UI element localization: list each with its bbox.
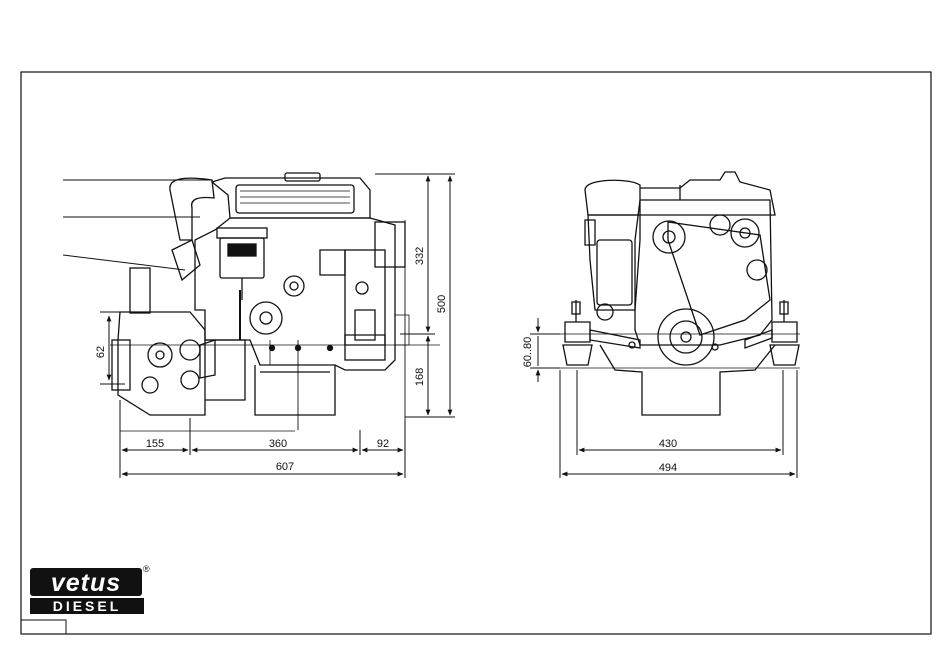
side-dimensions <box>100 174 455 478</box>
dim-label-60-80: 60..80 <box>522 337 534 368</box>
title-block-corner <box>21 620 66 634</box>
dim-label-607: 607 <box>276 461 294 473</box>
dim-label-62: 62 <box>95 346 107 358</box>
dim-label-332: 332 <box>414 247 426 265</box>
dim-label-430: 430 <box>659 438 677 450</box>
dim-label-92: 92 <box>377 438 389 450</box>
logo-sub: DIESEL <box>53 598 122 614</box>
front-dim-labels: 430 494 60..80 <box>522 337 677 474</box>
frame-border <box>21 72 931 634</box>
dim-label-168: 168 <box>414 368 426 386</box>
logo-registered: ® <box>143 564 150 574</box>
dim-label-360: 360 <box>269 438 287 450</box>
logo-brand: vetus <box>51 569 121 597</box>
side-view <box>63 173 440 431</box>
dim-label-500: 500 <box>436 295 448 313</box>
vetus-diesel-logo: vetus ® DIESEL <box>30 564 150 614</box>
dim-label-494: 494 <box>659 462 677 474</box>
dim-label-155: 155 <box>146 438 164 450</box>
front-view <box>560 172 800 415</box>
